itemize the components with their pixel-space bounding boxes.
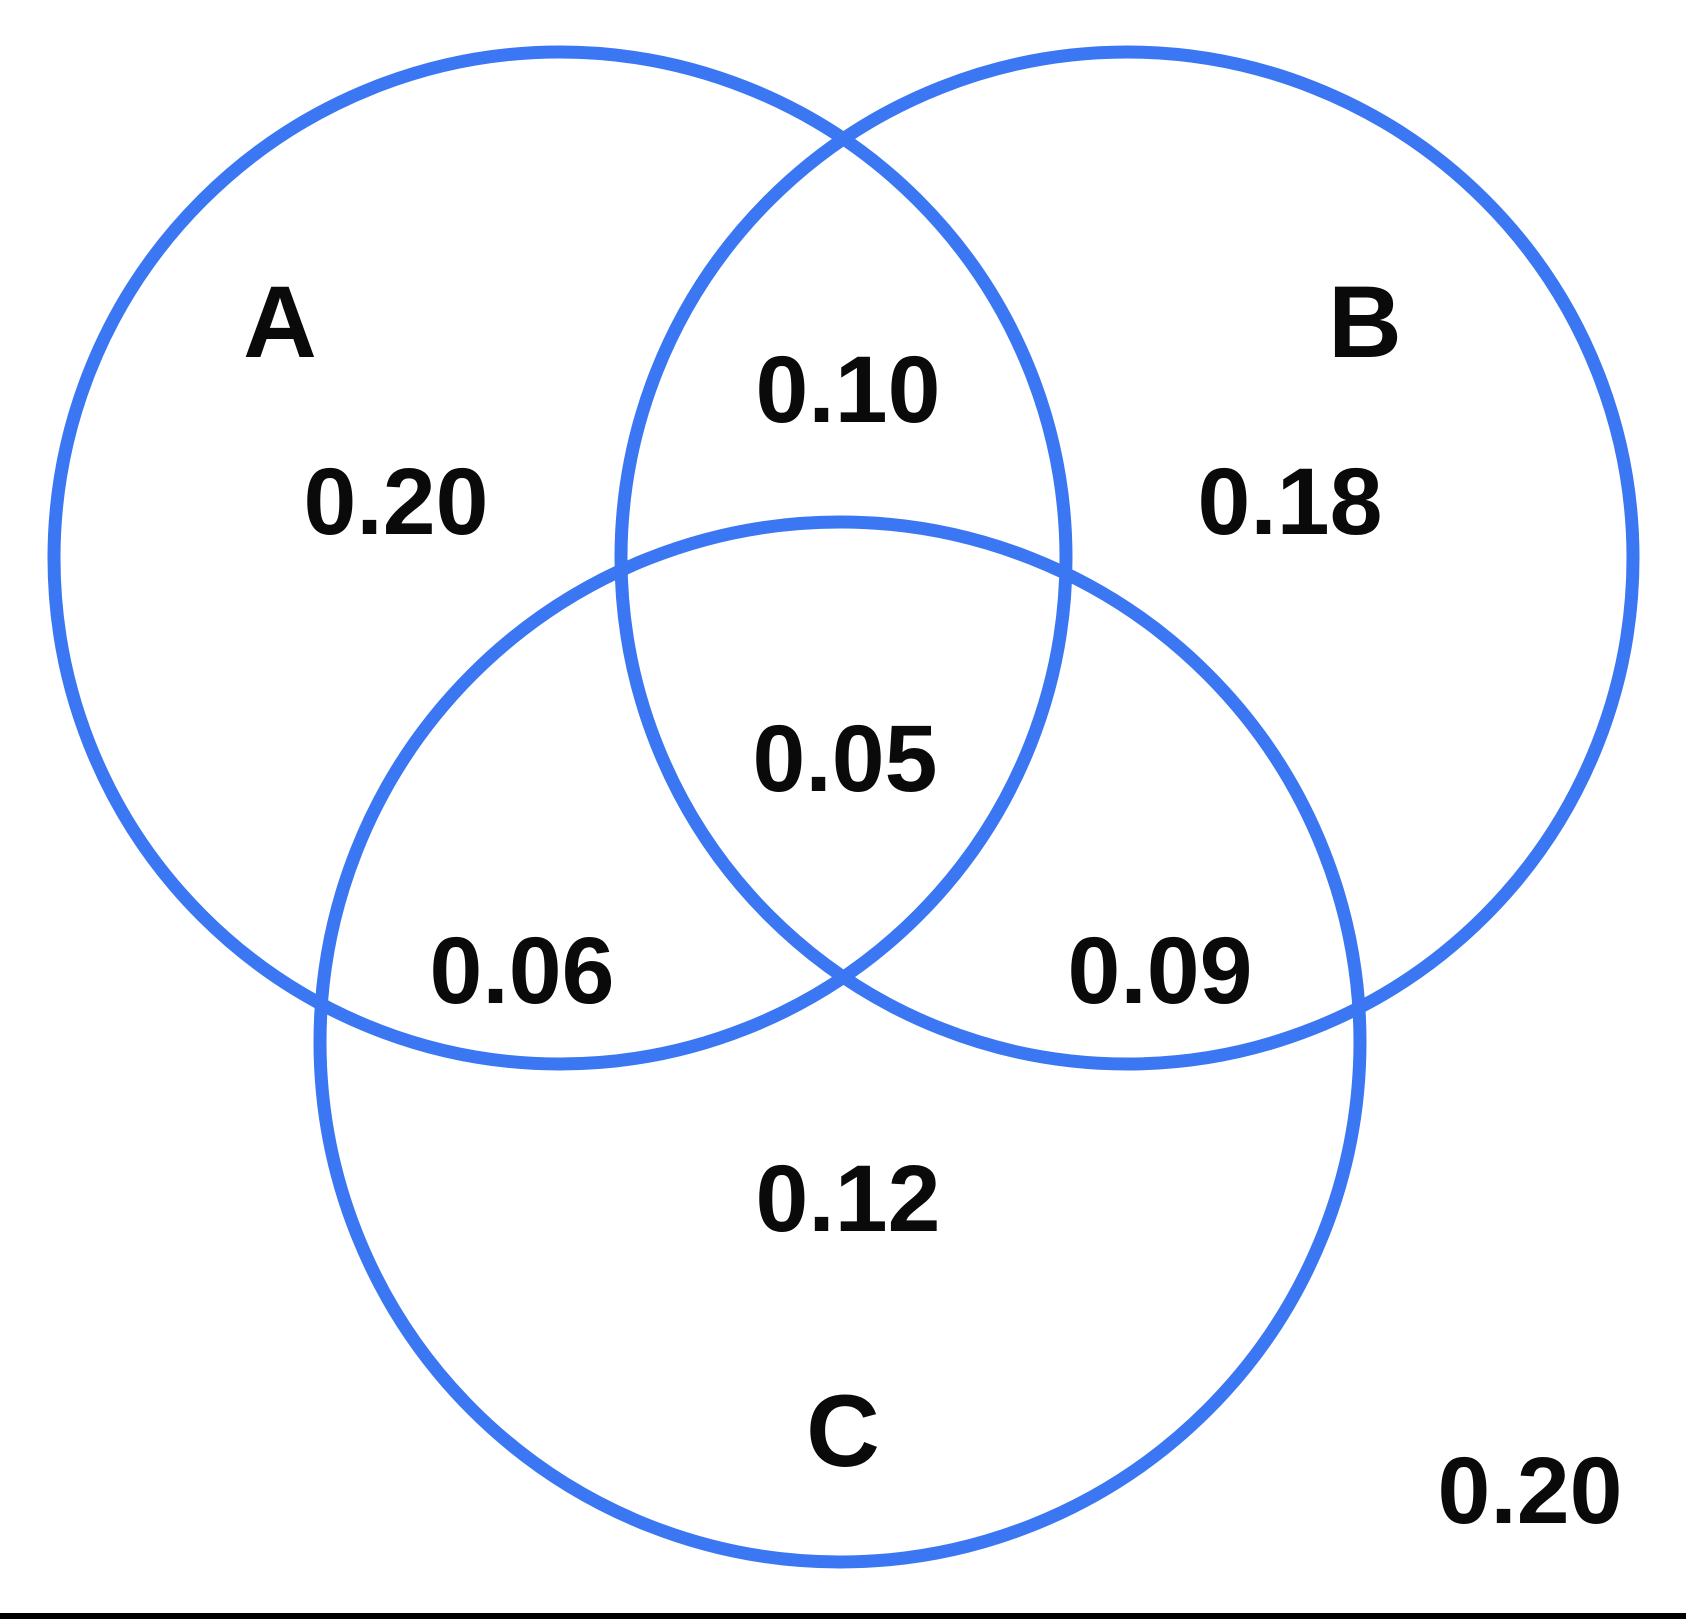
region-value-b-and-c: 0.09	[1068, 918, 1253, 1024]
circle-set-b	[614, 45, 1640, 1071]
set-label-a: A	[243, 265, 317, 379]
bottom-rule	[0, 1613, 1686, 1619]
region-value-a-and-c: 0.06	[430, 918, 615, 1024]
region-value-a-and-b-and-c: 0.05	[753, 706, 938, 812]
region-value-a-and-b: 0.10	[756, 337, 941, 443]
region-value-b-only: 0.18	[1198, 449, 1383, 555]
circle-set-a	[47, 45, 1073, 1071]
set-label-c: C	[806, 1374, 880, 1488]
set-label-b: B	[1328, 265, 1402, 379]
region-value-outside: 0.20	[1438, 1438, 1623, 1544]
circle-set-c	[313, 515, 1367, 1569]
region-value-c-only: 0.12	[756, 1146, 941, 1252]
region-value-a-only: 0.20	[304, 449, 489, 555]
